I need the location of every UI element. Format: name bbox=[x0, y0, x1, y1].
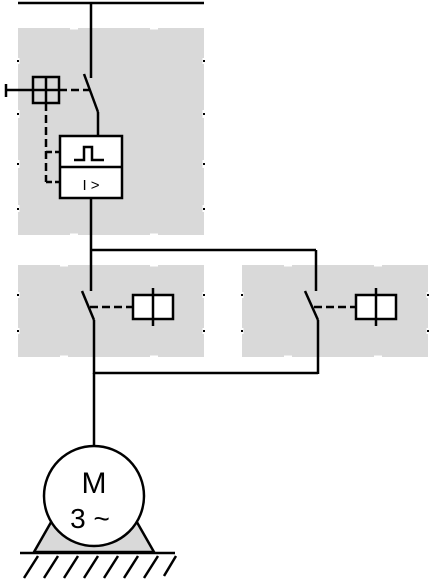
contactor-left bbox=[80, 288, 175, 374]
breaker-module-box bbox=[18, 28, 204, 235]
motor: M 3 ~ bbox=[31, 444, 157, 554]
box-edge-dots bbox=[17, 60, 429, 332]
motor-label-top: M bbox=[82, 467, 107, 500]
breaker-actuator bbox=[4, 75, 90, 184]
motor-label-bottom: 3 ~ bbox=[70, 503, 110, 534]
ground-symbol bbox=[20, 551, 178, 579]
motor-icon bbox=[42, 444, 146, 548]
trip-unit: I > bbox=[58, 134, 124, 200]
breaker-contact bbox=[82, 73, 100, 138]
contactor-module-left-box bbox=[18, 265, 204, 357]
contactor-left-contact bbox=[80, 290, 96, 321]
contactor-module-right-box bbox=[242, 265, 428, 357]
supply-lines bbox=[18, 1, 204, 78]
contactor-right bbox=[303, 288, 398, 374]
contactor-right-contact bbox=[303, 290, 320, 321]
thermal-trip-icon bbox=[74, 145, 104, 162]
magnetic-trip-label: I > bbox=[82, 177, 99, 194]
